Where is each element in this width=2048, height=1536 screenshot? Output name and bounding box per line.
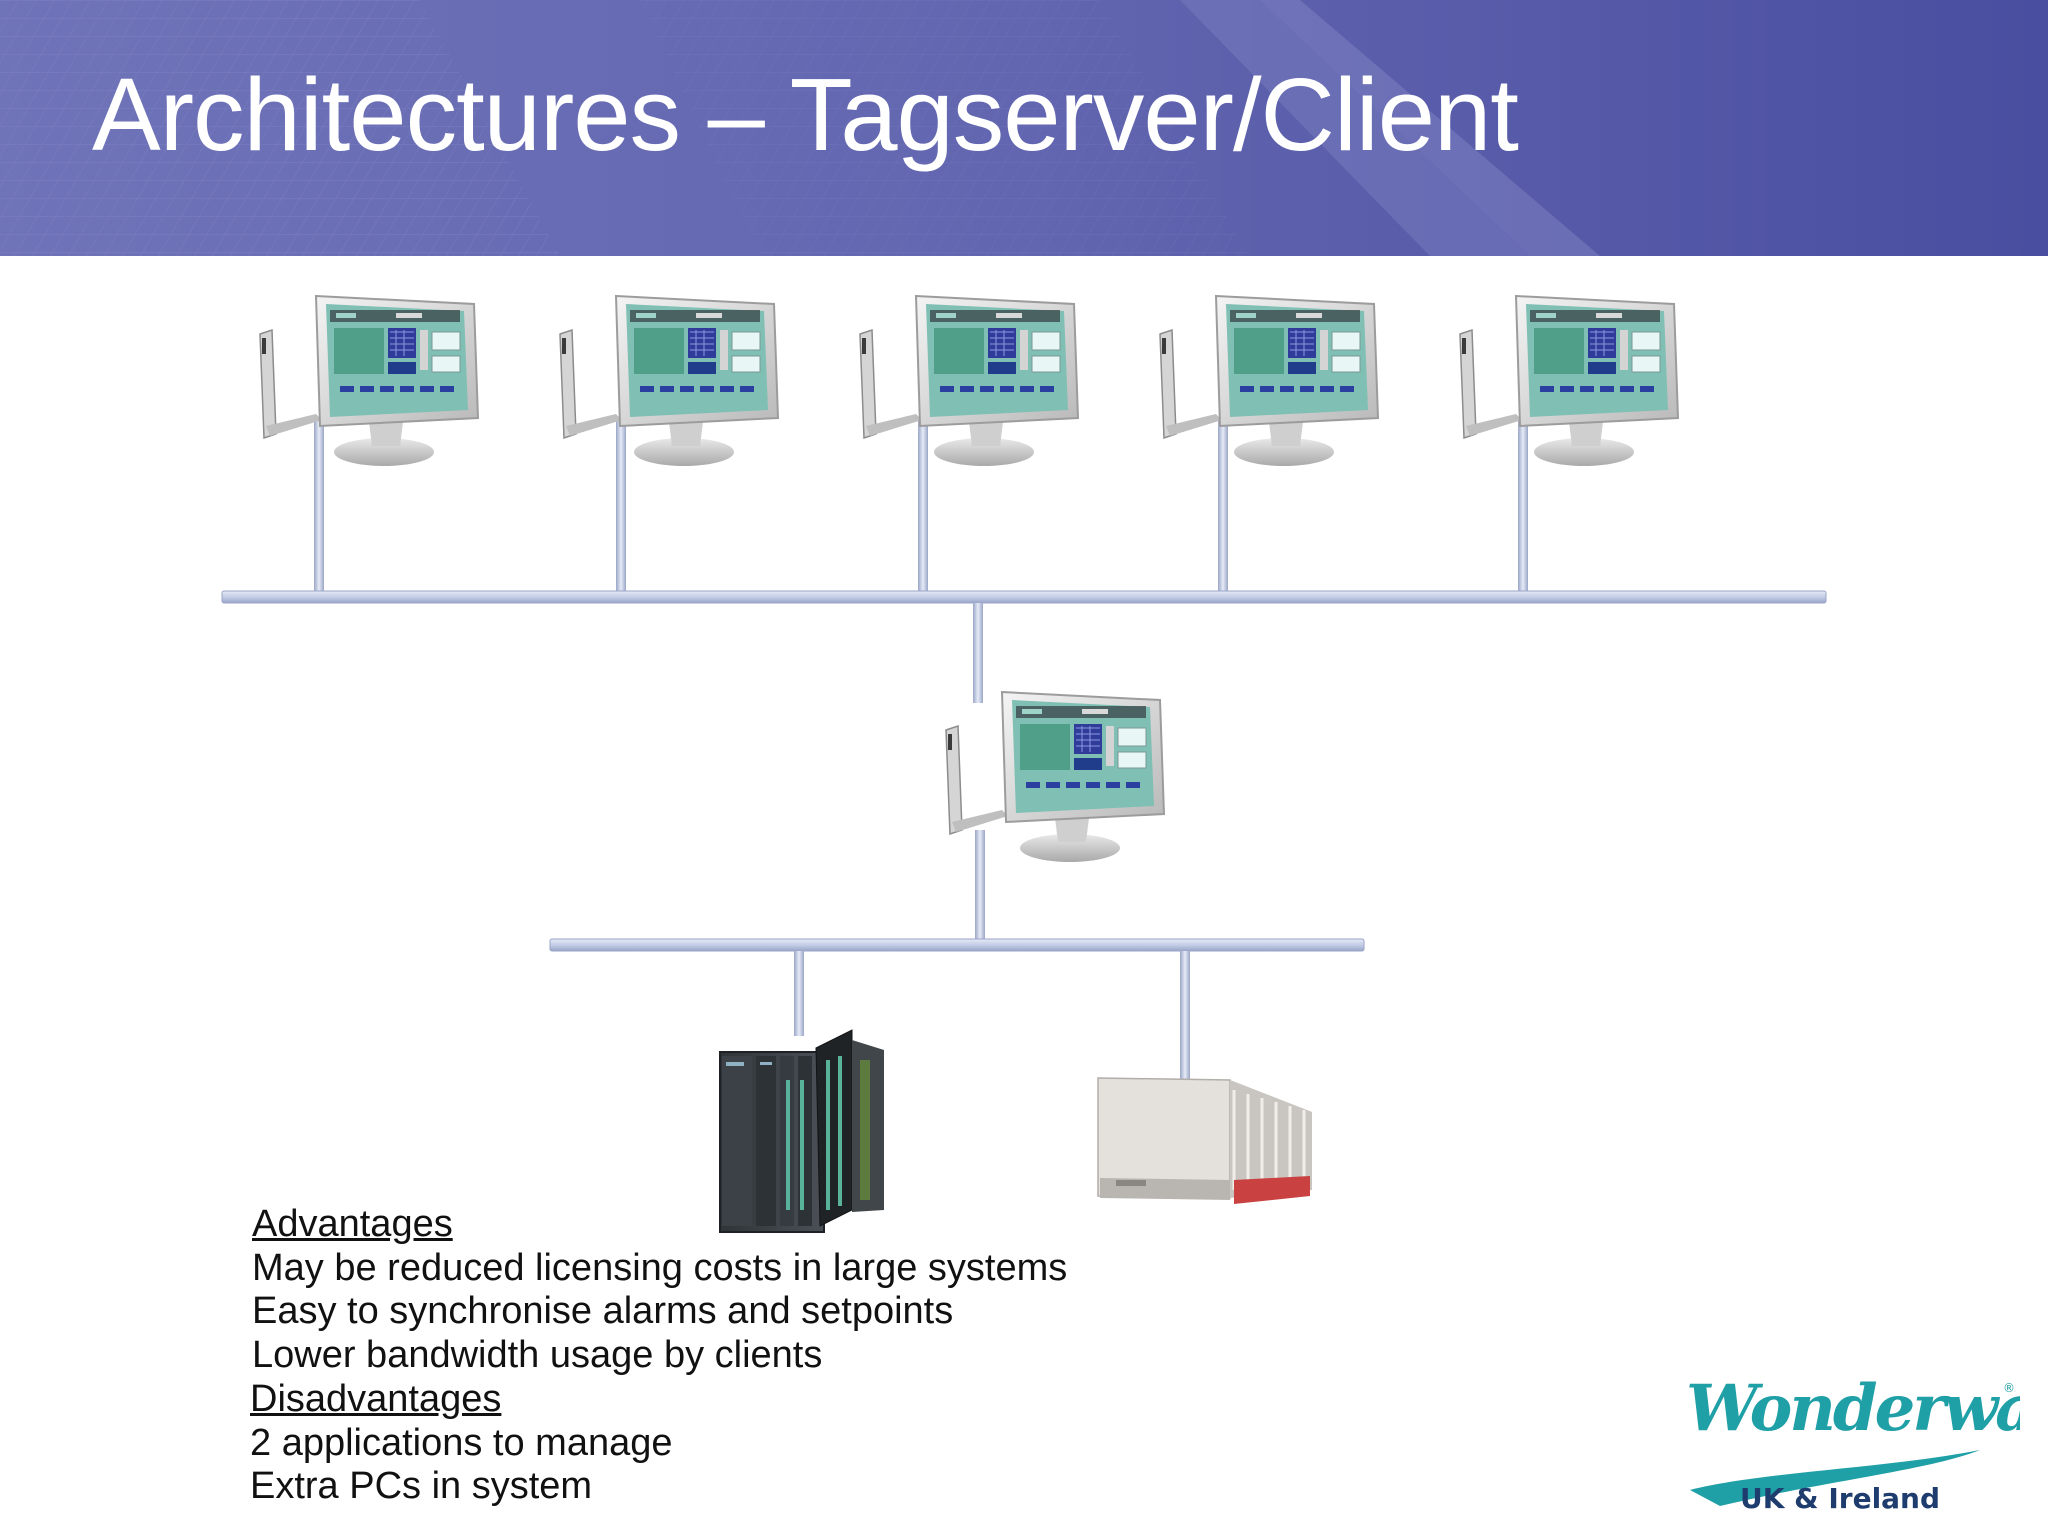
advantage-item: Easy to synchronise alarms and setpoints	[252, 1290, 954, 1332]
disadvantages-list: 2 applications to manage Extra PCs in sy…	[250, 1422, 1067, 1509]
client-workstation-3-icon	[859, 295, 1079, 467]
rack-drop	[1180, 951, 1190, 1086]
client-drop-lines	[314, 420, 1528, 596]
logo-region: UK & Ireland	[1740, 1482, 1940, 1515]
client-5-drop	[1518, 420, 1528, 596]
client-workstation-2-icon	[559, 295, 779, 467]
plc-drop	[794, 951, 804, 1036]
tagserver-uplink	[973, 603, 983, 703]
advantages-list: May be reduced licensing costs in large …	[252, 1247, 1067, 1378]
client-workstation-4-icon	[1159, 295, 1379, 467]
allen-bradley-rack-icon	[1097, 1077, 1312, 1204]
svg-text:®: ®	[2003, 1381, 2015, 1395]
siemens-plc-icon	[719, 1029, 884, 1233]
client-3-drop	[918, 420, 928, 596]
advantages-heading: Advantages	[252, 1203, 453, 1245]
slide-header: Architectures – Tagserver/Client	[0, 0, 2048, 256]
pros-cons-notes: Advantages May be reduced licensing cost…	[250, 1203, 1067, 1509]
client-workstation-5-icon	[1459, 295, 1679, 467]
advantage-item: May be reduced licensing costs in large …	[252, 1246, 1068, 1289]
client-2-drop	[616, 420, 626, 596]
client-workstation-1-icon	[259, 295, 479, 467]
client-network-bus	[221, 590, 1827, 604]
logo-wordmark-icon: Wonderware	[1686, 1371, 2020, 1446]
wonderware-logo: Wonderware ® UK & Ireland	[1686, 1371, 2020, 1515]
disadvantages-heading: Disadvantages	[250, 1378, 502, 1420]
disadvantage-item: Extra PCs in system	[250, 1465, 593, 1507]
slide-title: Architectures – Tagserver/Client	[92, 57, 1519, 172]
client-4-drop	[1218, 420, 1228, 596]
client-1-drop	[314, 420, 324, 596]
device-network-bus	[549, 938, 1365, 952]
tagserver-downlink	[975, 830, 985, 942]
logo-swoosh-icon	[1690, 1450, 1980, 1506]
disadvantage-item: 2 applications to manage	[250, 1421, 673, 1464]
advantage-item: Lower bandwidth usage by clients	[252, 1333, 823, 1376]
header-background	[0, 0, 2048, 256]
